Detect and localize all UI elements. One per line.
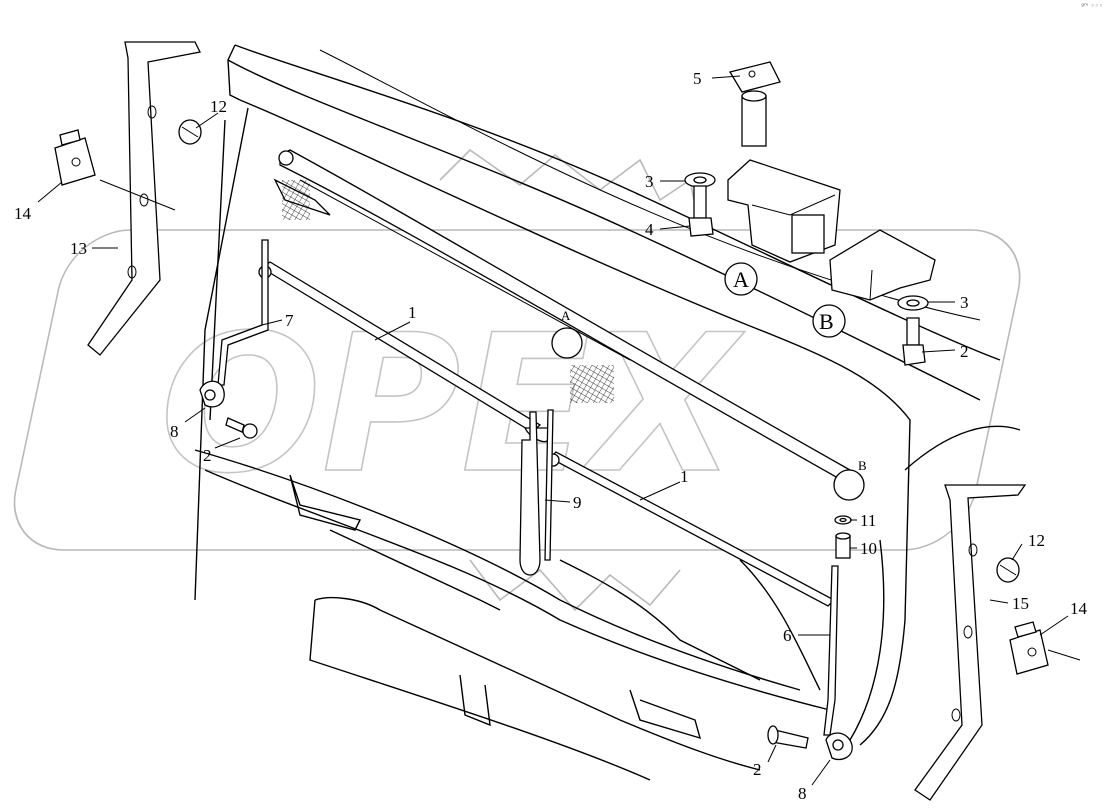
part-8-clip-right (825, 732, 853, 761)
part-12-plug-right (996, 557, 1020, 583)
detail-marker-b-frame: B (833, 458, 867, 501)
callout-9: 9 (573, 493, 582, 512)
part-10-bushing (835, 532, 851, 559)
part-2-screw-bottom (767, 725, 809, 749)
callout-15: 15 (1012, 594, 1029, 613)
callout-3-detail-a: 3 (645, 172, 654, 191)
detail-marker-a-frame: A (551, 308, 583, 359)
callout-13: 13 (70, 239, 87, 258)
detail-b-big-label: B (819, 309, 834, 334)
part-14-clip-right (1009, 621, 1049, 675)
detail-a-big-label: A (733, 267, 749, 292)
callout-6: 6 (783, 626, 792, 645)
callout-8-left: 8 (170, 422, 179, 441)
callout-11: 11 (860, 511, 876, 530)
part-5-nut (728, 61, 781, 93)
cab-outline (194, 44, 1021, 781)
part-2-screw-detail-b (902, 317, 926, 366)
detail-a-bracket (727, 159, 841, 263)
part-11-washer (834, 515, 852, 525)
part-4-bolt (688, 185, 714, 237)
callout-8-right: 8 (798, 784, 807, 803)
detail-callout-b: B (812, 304, 846, 338)
detail-a-small-label: A (561, 308, 571, 323)
callout-5: 5 (693, 69, 702, 88)
callout-14-right: 14 (1070, 599, 1088, 618)
corner-mark: ᵍᵐ ◦◦◦ (1081, 2, 1103, 10)
callout-4: 4 (645, 220, 654, 239)
part-3-washer-a (684, 172, 716, 188)
part-9-support (519, 409, 554, 576)
callout-12-right: 12 (1028, 531, 1045, 550)
part-2-screw-left (225, 417, 258, 439)
detail-a-spacer (741, 90, 767, 147)
detail-b-bracket (829, 229, 936, 301)
part-8-clip-left (199, 380, 225, 408)
callout-1-lower: 1 (680, 467, 689, 486)
watermark-text: OPEX (160, 294, 746, 515)
part-3-washer-b (897, 295, 929, 311)
callout-2-bottom: 2 (753, 760, 762, 779)
callout-12-left: 12 (210, 97, 227, 116)
part-14-clip-left (54, 129, 96, 186)
callout-14-left: 14 (14, 204, 32, 223)
part-12-plug-top (178, 119, 202, 145)
callout-2-detail-b: 2 (960, 342, 969, 361)
part-15-pillar-right (914, 484, 1027, 801)
callout-1-upper: 1 (408, 303, 417, 322)
detail-b-small-label: B (858, 458, 867, 473)
callout-2-left: 2 (203, 446, 212, 465)
callout-10: 10 (860, 539, 877, 558)
leader-lines (37, 75, 1081, 786)
detail-callout-a: A (724, 262, 758, 296)
callout-labels: 5 3 4 3 2 12 14 13 7 1 8 2 9 1 11 10 12 … (14, 69, 1088, 803)
callout-3-detail-b: 3 (960, 293, 969, 312)
part-7-bracket (217, 239, 269, 386)
callout-7: 7 (285, 311, 294, 330)
part-13-pillar-left (87, 41, 201, 356)
